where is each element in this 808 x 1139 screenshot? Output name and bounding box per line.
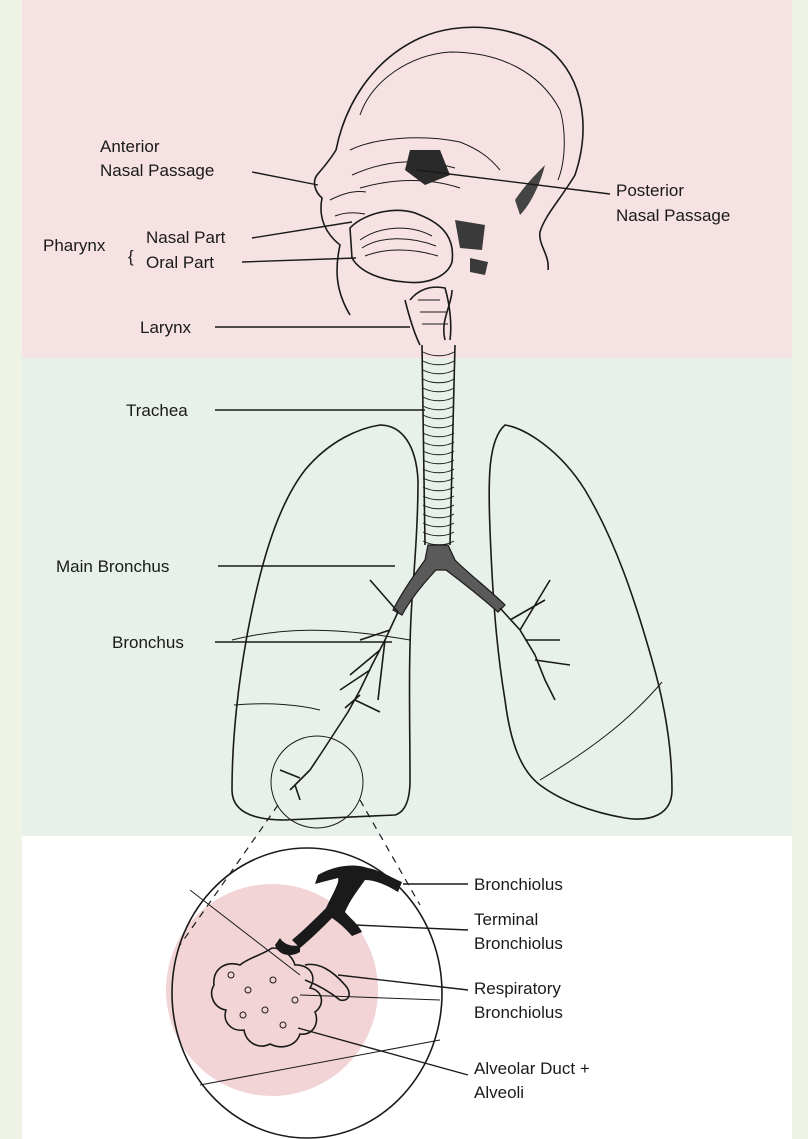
trachea-ring [423,478,454,482]
label-trachea: Trachea [126,401,188,420]
magnifier-small-circle [271,736,363,828]
trachea-ring [423,397,454,401]
label-respiratory-2: Bronchiolus [474,1003,563,1022]
label-respiratory-1: Respiratory [474,979,561,998]
trachea-ring [423,532,454,536]
pharynx-brace: { [128,247,134,266]
label-larynx: Larynx [140,318,192,337]
trachea-ring [423,415,454,419]
label-posterior-nasal-1: Posterior [616,181,684,200]
trachea-ring [423,451,454,455]
label-posterior-nasal-2: Nasal Passage [616,206,730,225]
trachea-rings [422,345,455,545]
label-anterior-nasal-1: Anterior [100,137,160,156]
trachea-ring [423,505,454,509]
bronchial-tree [280,545,570,800]
trachea-ring [423,496,454,500]
label-nasal-part: Nasal Part [146,228,226,247]
trachea-ring [423,487,454,491]
label-terminal-2: Bronchiolus [474,934,563,953]
trachea-tube [422,345,455,545]
trachea-ring [423,361,454,365]
trachea-ring [423,388,454,392]
trachea-ring [423,424,454,428]
label-main-bronchus: Main Bronchus [56,557,169,576]
trachea-ring [423,469,454,473]
label-pharynx: Pharynx [43,236,106,255]
label-oral-part: Oral Part [146,253,214,272]
trachea-ring [423,523,454,527]
label-terminal-1: Terminal [474,910,538,929]
label-anterior-nasal-2: Nasal Passage [100,161,214,180]
trachea-ring [423,370,454,374]
label-bronchiolus: Bronchiolus [474,875,563,894]
trachea-ring [423,442,454,446]
trachea-ring [423,514,454,518]
label-alveolar-1: Alveolar Duct + [474,1059,590,1078]
left-lung [232,425,418,820]
trachea-ring [423,406,454,410]
trachea-ring [423,352,454,356]
label-bronchus: Bronchus [112,633,184,652]
trachea-ring [423,433,454,437]
trachea-ring [423,460,454,464]
label-alveolar-2: Alveoli [474,1083,524,1102]
right-lung [489,425,672,819]
trachea-ring [423,379,454,383]
